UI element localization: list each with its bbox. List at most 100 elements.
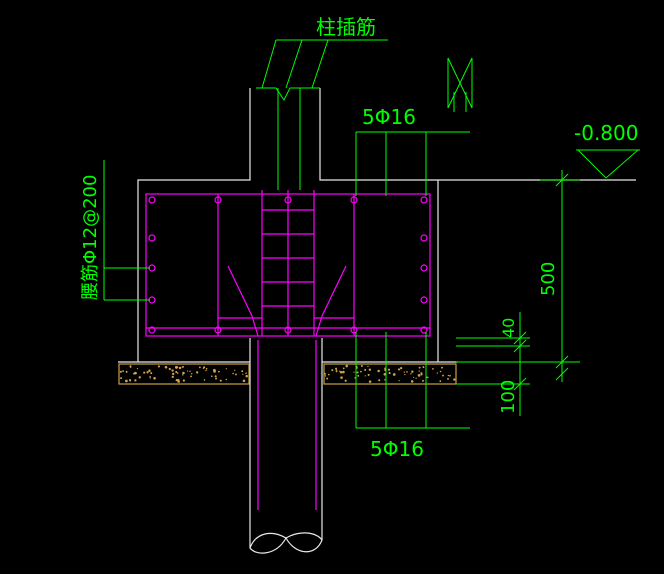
bedding-speck <box>422 379 424 382</box>
bedding-speck <box>324 375 327 377</box>
bedding-speck <box>453 378 456 381</box>
bedding-speck <box>410 373 412 375</box>
bedding-speck <box>214 375 217 378</box>
bedding-speck <box>442 374 444 377</box>
bedding-speck <box>232 372 234 375</box>
rebar-dot <box>148 234 156 242</box>
bedding-speck <box>172 372 175 376</box>
bedding-speck <box>245 372 247 374</box>
bedding-speck <box>447 377 449 380</box>
rebar-dot <box>214 326 222 334</box>
dim-tick <box>555 367 569 381</box>
bedding-speck <box>202 367 205 369</box>
dowel-leader-2 <box>285 39 303 89</box>
bedding-speck <box>356 371 359 374</box>
bedding-speck <box>398 380 400 382</box>
bedding-left <box>118 363 250 385</box>
bedding-speck <box>326 377 329 380</box>
text-labels: 柱插筋 5Φ16 5Φ16 -0.800 500 40 100 腰筋Φ12@20… <box>80 15 638 461</box>
dim-100-label: 100 <box>498 380 519 414</box>
bedding-speck <box>339 370 343 374</box>
dim-tick <box>513 331 527 345</box>
bedding-speck <box>136 368 139 370</box>
bedding-speck <box>353 371 355 373</box>
bedding-speck <box>182 374 184 376</box>
bedding-speck <box>441 366 443 369</box>
rebar-dot <box>148 326 156 334</box>
bedding-speck <box>129 380 131 382</box>
bedding-speck <box>182 371 185 375</box>
rebar-dot <box>420 296 428 304</box>
bedding-speck <box>242 379 246 383</box>
bedding-speck <box>125 379 128 383</box>
pile-break-line <box>249 532 323 554</box>
bedding-speck <box>138 376 141 379</box>
bedding-speck <box>225 368 227 370</box>
rebar-dot <box>420 326 428 334</box>
bedding-speck <box>134 379 137 382</box>
bedding-speck <box>331 369 334 372</box>
bedding-speck <box>432 367 434 370</box>
bedding-speck <box>195 371 199 374</box>
bedding-speck <box>449 374 451 377</box>
bedding-speck <box>213 370 216 373</box>
bedding-speck <box>175 378 179 382</box>
elevation-label: -0.800 <box>574 121 638 145</box>
bedding-speck <box>420 373 423 376</box>
bedding-speck <box>122 370 124 373</box>
bedding-speck <box>133 372 135 375</box>
bedding-speck <box>189 370 191 373</box>
bedding-speck <box>153 376 156 380</box>
bedding-speck <box>164 365 168 369</box>
dowel-break <box>256 87 320 101</box>
bedding-speck <box>157 365 160 368</box>
bedding-speck <box>418 370 420 372</box>
bedding-speck <box>186 370 189 372</box>
bedding-speck <box>406 371 408 373</box>
bedding-speck <box>447 374 450 377</box>
bedding-speck <box>327 373 330 376</box>
bedding-speck <box>119 370 122 373</box>
rebar-dot <box>148 196 156 204</box>
bedding-speck <box>377 369 380 373</box>
bedding-speck <box>205 367 208 370</box>
bedding-speck <box>422 366 425 368</box>
bedding-speck <box>176 372 179 374</box>
bedding-speck <box>150 372 153 375</box>
bedding-speck <box>378 379 381 382</box>
column-stub-outline <box>137 88 251 338</box>
section-symbol <box>447 57 473 109</box>
bedding-speck <box>411 370 414 373</box>
bedding-speck <box>360 370 362 373</box>
dim-tick <box>555 173 569 187</box>
top-bars-label: 5Φ16 <box>362 105 416 129</box>
bedding-layer <box>118 363 457 385</box>
bedding-speck <box>171 375 174 379</box>
bedding-speck <box>399 366 403 370</box>
bedding-speck <box>146 371 149 374</box>
bedding-speck <box>344 379 347 382</box>
bedding-speck <box>149 377 152 379</box>
rebar-dot <box>420 234 428 242</box>
bedding-speck <box>205 369 207 372</box>
bedding-speck <box>439 380 442 383</box>
bedding-speck <box>439 370 442 373</box>
bedding-speck <box>342 370 345 374</box>
rebar-dot <box>350 326 358 334</box>
bedding-speck <box>384 379 386 381</box>
bedding-speck <box>210 375 213 378</box>
bedding-speck <box>345 364 349 368</box>
bedding-speck <box>426 376 429 379</box>
bedding-speck <box>125 370 128 373</box>
bedding-speck <box>190 375 192 378</box>
bedding-speck <box>364 368 367 371</box>
bedding-speck <box>335 370 338 373</box>
bedding-speck <box>338 370 341 372</box>
dowel-leader-1 <box>261 39 277 89</box>
bedding-speck <box>148 369 151 372</box>
dim-40-label: 40 <box>499 318 518 338</box>
splay-bar-right <box>315 265 347 337</box>
rebar-dots <box>148 196 428 334</box>
bedding-speck <box>120 377 123 380</box>
bedding-hatch <box>119 364 456 383</box>
